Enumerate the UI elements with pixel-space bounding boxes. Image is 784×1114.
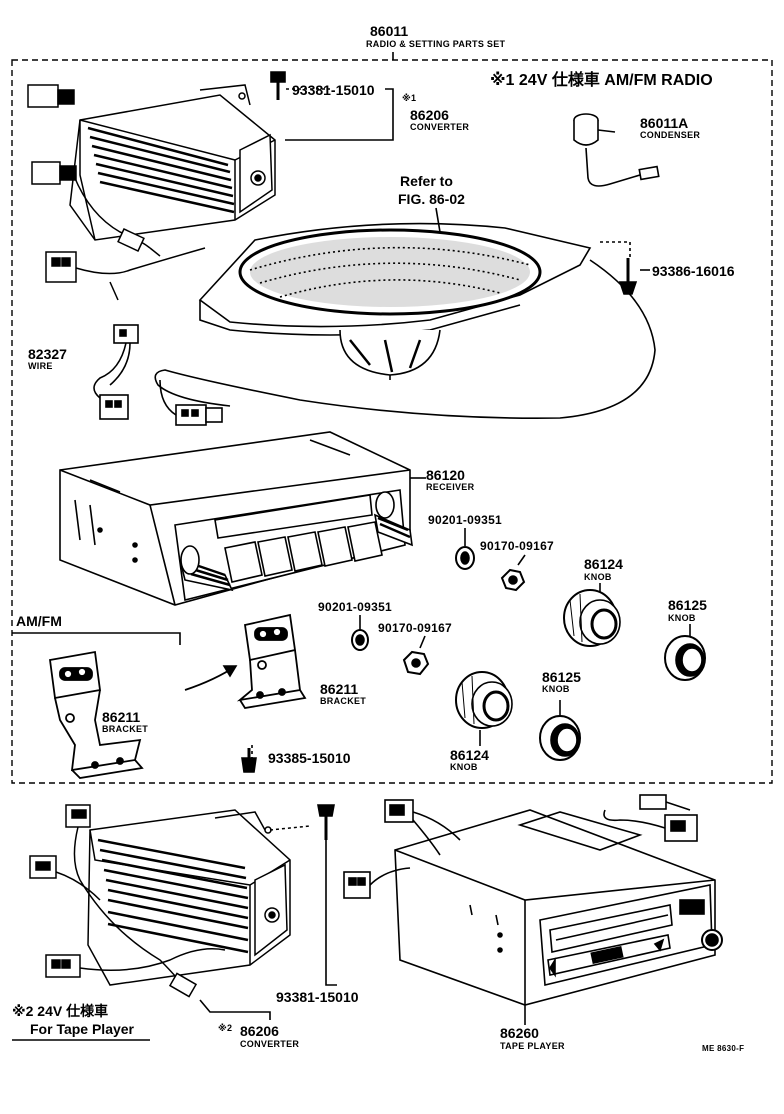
screw-speaker-drawing <box>600 241 650 295</box>
converter-top-drawing <box>27 84 276 301</box>
tape-player-drawing <box>343 794 723 1006</box>
nut-1-part-no: 90170-09167 <box>480 539 555 553</box>
washer-1-drawing <box>455 528 475 570</box>
washer-1-part-no: 90201-09351 <box>428 513 503 527</box>
set-frame <box>11 59 773 784</box>
knob-125-b-part-no: 86125 <box>542 669 581 685</box>
bracket-left-drawing <box>48 650 144 779</box>
bracket-right-drawing <box>236 613 307 709</box>
tape-player-part-name: TAPE PLAYER <box>500 1041 565 1051</box>
converter-bottom-drawing <box>29 804 311 998</box>
knob-124-a-part-no: 86124 <box>584 556 623 572</box>
bracket-left-part-name: BRACKET <box>102 724 149 734</box>
arrow-drawing <box>184 665 238 691</box>
refer-line2: FIG. 86-02 <box>398 191 465 207</box>
condenser-drawing <box>573 113 660 187</box>
am-fm-divider <box>12 632 181 645</box>
receiver-drawing <box>59 431 413 606</box>
knob-125-a-drawing <box>664 624 706 681</box>
screw-bracket-drawing <box>241 745 257 773</box>
bolt-top-drawing <box>270 71 394 141</box>
figure-code: ME 8630-F <box>702 1044 745 1053</box>
knob-124-b-drawing <box>455 671 513 746</box>
bracket-left-part-no: 86211 <box>102 709 141 725</box>
tape-note-line1: ※2 24V 仕様車 <box>12 1003 109 1019</box>
nut-2-part-no: 90170-09167 <box>378 621 453 635</box>
refer-line1: Refer to <box>400 173 453 189</box>
converter-top-part-no: 86206 <box>410 107 449 123</box>
washer-2-drawing <box>351 615 369 651</box>
bolt-top-mark: ※1 <box>402 93 417 103</box>
bracket-right-part-no: 86211 <box>320 681 359 697</box>
knob-124-a-drawing <box>563 583 621 647</box>
converter-bottom-part-name: CONVERTER <box>240 1039 300 1049</box>
screw-bracket-part-no: 93385-15010 <box>268 750 351 766</box>
refer-leader <box>435 207 441 233</box>
knob-124-b-part-no: 86124 <box>450 747 489 763</box>
wire-part-no: 82327 <box>28 346 67 362</box>
set-part-name: RADIO & SETTING PARTS SET <box>366 39 506 49</box>
spec-note: ※1 24V 仕様車 AM/FM RADIO <box>490 72 713 89</box>
converter-top-part-name: CONVERTER <box>410 122 470 132</box>
speaker-drawing <box>154 222 656 419</box>
nut-1-drawing <box>500 554 526 592</box>
bolt-bottom-drawing <box>199 804 337 1020</box>
knob-124-a-part-name: KNOB <box>584 572 612 582</box>
tape-note-line2: For Tape Player <box>30 1021 135 1037</box>
bolt-top-part-no: 93381-15010 <box>292 82 375 98</box>
washer-2-part-no: 90201-09351 <box>318 600 393 614</box>
wire-part-name: WIRE <box>28 361 53 371</box>
knob-124-b-part-name: KNOB <box>450 762 478 772</box>
screw-speaker-part-no: 93386-16016 <box>652 263 735 279</box>
set-part-no: 86011 <box>370 23 409 39</box>
receiver-part-name: RECEIVER <box>426 482 475 492</box>
knob-125-a-part-name: KNOB <box>668 613 696 623</box>
wire-drawing <box>93 324 223 426</box>
receiver-part-no: 86120 <box>426 467 465 483</box>
bracket-right-part-name: BRACKET <box>320 696 367 706</box>
knob-125-a-part-no: 86125 <box>668 597 707 613</box>
condenser-part-name: CONDENSER <box>640 130 701 140</box>
converter-bottom-part-no: 86206 <box>240 1023 279 1039</box>
knob-125-b-drawing <box>539 700 581 761</box>
condenser-part-no: 86011A <box>640 115 689 131</box>
knob-125-b-part-name: KNOB <box>542 684 570 694</box>
nut-2-drawing <box>402 635 430 676</box>
tape-player-part-no: 86260 <box>500 1025 539 1041</box>
converter-bottom-mark: ※2 <box>218 1023 233 1033</box>
am-fm-label: AM/FM <box>16 613 62 629</box>
bolt-bottom-part-no: 93381-15010 <box>276 989 359 1005</box>
